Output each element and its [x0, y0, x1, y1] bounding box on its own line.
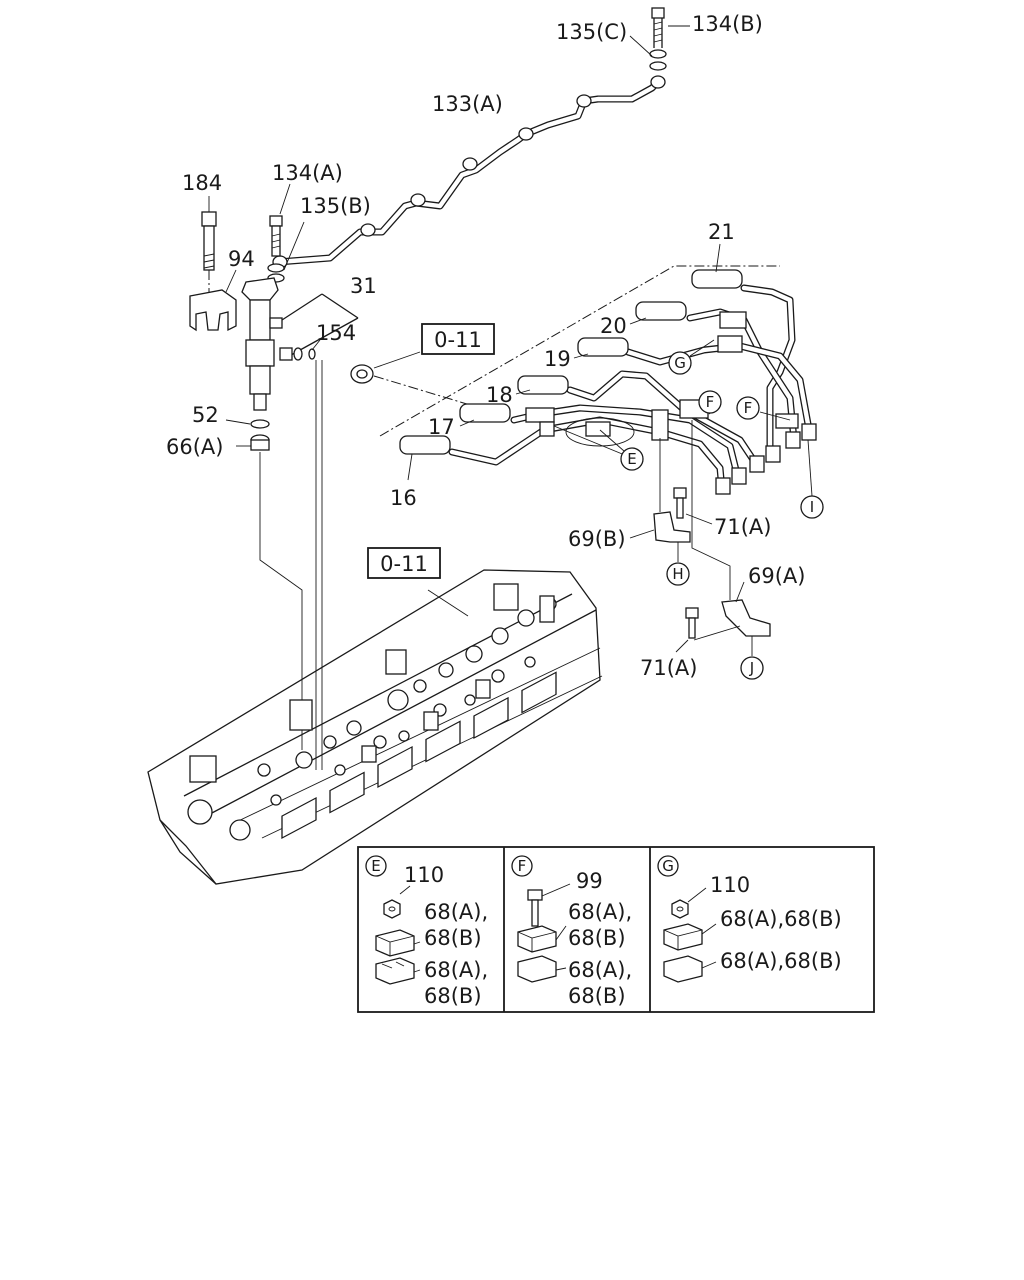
label-133a: 133(A): [432, 92, 503, 116]
label-66a: 66(A): [166, 435, 223, 459]
detail-e-bolt: 110: [404, 863, 444, 887]
injector-31: [241, 277, 359, 411]
bracket-69a: [691, 420, 771, 656]
bolt-184: [201, 196, 217, 296]
callout-circle-j: [740, 656, 764, 680]
callout-circle-i: [800, 495, 824, 519]
bolt-71a-top: [673, 487, 713, 525]
connector-154: [279, 339, 321, 361]
callout-f-right-text: F: [744, 399, 753, 417]
callout-e-text: E: [627, 450, 636, 468]
high-pressure-pipes: [379, 265, 817, 495]
callout-j-text: J: [749, 659, 754, 677]
seal-66a: [236, 434, 270, 451]
detail-e-tag: E: [371, 857, 380, 875]
label-135b: 135(B): [300, 194, 371, 218]
label-52: 52: [192, 403, 219, 427]
label-154: 154: [316, 321, 356, 345]
detail-f-bolt: 99: [576, 869, 603, 893]
label-69a: 69(A): [748, 564, 805, 588]
label-17: 17: [428, 415, 455, 439]
callout-h-text: H: [672, 565, 683, 583]
detail-e-lower-a: 68(A),: [424, 958, 488, 982]
label-184: 184: [182, 171, 222, 195]
bolt-71a-bottom: [675, 607, 741, 653]
sleeve-ring: [350, 351, 421, 384]
callout-g-text: G: [674, 354, 686, 372]
callout-circle-e: [620, 447, 644, 471]
ref-box-top-label: 0-11: [434, 328, 482, 352]
label-135c: 135(C): [556, 20, 627, 44]
label-71a-top: 71(A): [714, 515, 771, 539]
callout-i-text: I: [810, 498, 814, 516]
label-19: 19: [544, 347, 571, 371]
detail-f-upper-a: 68(A),: [568, 900, 632, 924]
detail-f-lower-b: 68(B): [568, 984, 626, 1008]
detail-e-upper-b: 68(B): [424, 926, 482, 950]
callout-circle-f-top: [698, 390, 722, 414]
detail-col-f: F 99 68(A), 68(B) 68(A), 68(B): [511, 855, 632, 1008]
label-21: 21: [708, 220, 735, 244]
detail-e-lower-b: 68(B): [424, 984, 482, 1008]
cylinder-head: [147, 569, 603, 885]
clamp-94: [189, 269, 237, 332]
leakoff-pipe-133a: [272, 75, 666, 269]
callout-f-top-text: F: [706, 393, 715, 411]
bracket-69b: [629, 438, 691, 562]
bolt-134b: [629, 7, 690, 71]
detail-g-tag: G: [662, 857, 674, 875]
detail-col-g: G 110 68(A),68(B) 68(A),68(B): [657, 855, 842, 983]
label-71a-bottom: 71(A): [640, 656, 697, 680]
detail-f-lower-a: 68(A),: [568, 958, 632, 982]
detail-f-tag: F: [518, 857, 527, 875]
detail-g-upper: 68(A),68(B): [720, 907, 842, 931]
callout-circle-f-right: [736, 396, 760, 420]
bolt-134a: [267, 183, 305, 283]
label-31: 31: [350, 274, 377, 298]
detail-col-e: E 110 68(A), 68(B) 68(A), 68(B): [365, 855, 488, 1008]
label-20: 20: [600, 314, 627, 338]
ref-box-mid: [367, 547, 441, 579]
label-134a: 134(A): [272, 161, 343, 185]
label-69b: 69(B): [568, 527, 626, 551]
label-94: 94: [228, 247, 255, 271]
label-16: 16: [390, 486, 417, 510]
detail-e-upper-a: 68(A),: [424, 900, 488, 924]
callout-circle-g: [668, 351, 692, 375]
detail-g-bolt: 110: [710, 873, 750, 897]
label-134b: 134(B): [692, 12, 763, 36]
label-18: 18: [486, 383, 513, 407]
washer-52: [225, 419, 270, 429]
ref-box-mid-label: 0-11: [380, 552, 428, 576]
ref-box-top: [421, 323, 495, 355]
detail-f-upper-b: 68(B): [568, 926, 626, 950]
detail-g-lower: 68(A),68(B): [720, 949, 842, 973]
callout-circle-h: [666, 562, 690, 586]
detail-table: E 110 68(A), 68(B) 68(A), 68(B) F 99: [357, 846, 875, 1013]
